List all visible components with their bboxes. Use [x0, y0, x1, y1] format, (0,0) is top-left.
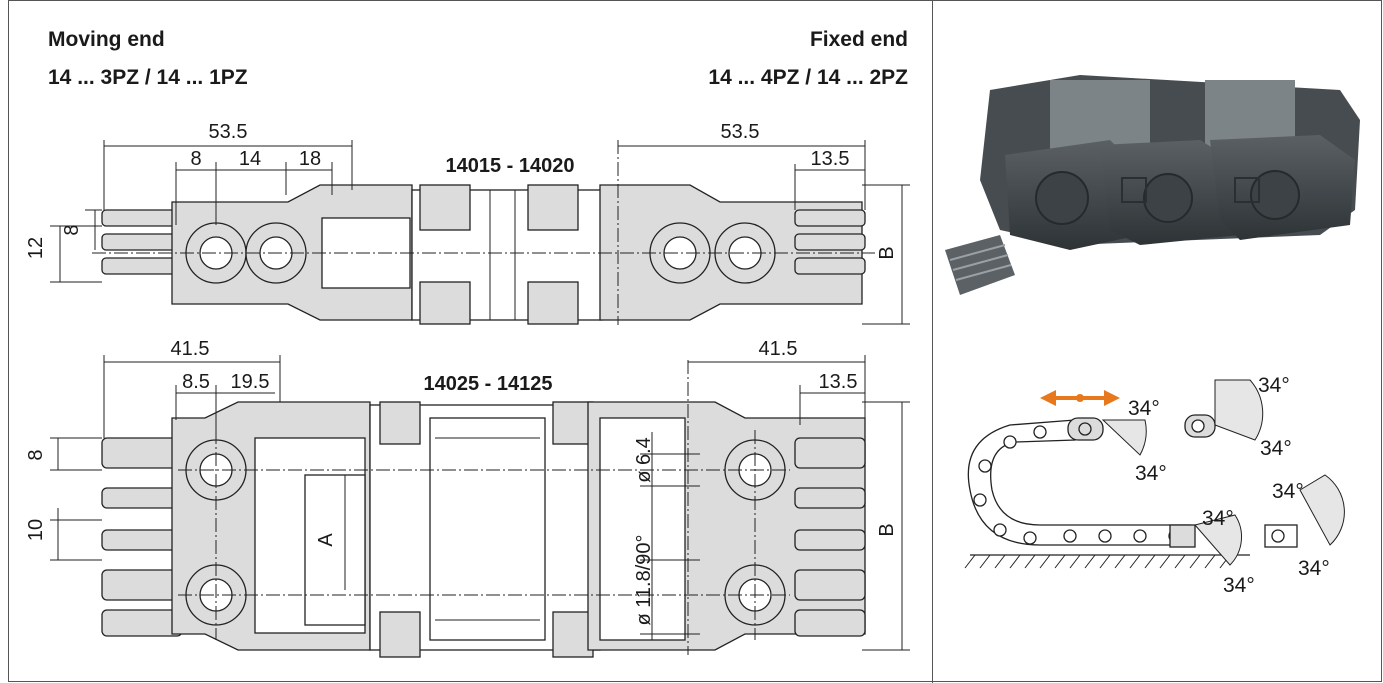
bottom-left-overall-dim: 41.5: [171, 338, 210, 360]
top-right-a-dim: 13.5: [811, 148, 850, 170]
top-left-v2-dim: 12: [25, 237, 47, 259]
top-series-label: 14015 - 14020: [445, 155, 574, 177]
bottom-left-bracket: [101, 401, 371, 651]
top-left-overall-dim: 53.5: [209, 121, 248, 143]
fixed-end-title: Fixed end: [809, 28, 908, 51]
drawing-frame: [8, 0, 1382, 682]
angle-label-4: 34°: [1260, 437, 1292, 460]
large-hole-dim: ø 11.8/90°: [633, 534, 655, 625]
top-right-overall-dim: 53.5: [721, 121, 760, 143]
angle-label-5: 34°: [1202, 507, 1234, 530]
inner-width-label: A: [315, 533, 337, 547]
angle-sectors: [1101, 379, 1345, 566]
fixed-end-parts: 14 ... 4PZ / 14 ... 2PZ: [708, 66, 908, 89]
cable-carrier-illustration: [945, 75, 1360, 295]
bottom-right-a-dim: 13.5: [819, 371, 858, 393]
bottom-left-b-dim: 19.5: [231, 371, 270, 393]
bottom-left-v1-dim: 8: [25, 449, 47, 460]
bottom-right-overall-dim: 41.5: [759, 338, 798, 360]
moving-end-title: Moving end: [48, 28, 165, 51]
angle-label-6: 34°: [1223, 574, 1255, 597]
angle-label-2: 34°: [1135, 462, 1167, 485]
ground-hatch: [964, 554, 1250, 569]
bottom-height-label: B: [876, 523, 898, 536]
top-center-link: [411, 184, 603, 325]
bottom-left-v2-dim: 10: [25, 519, 47, 541]
bottom-right-bracket: [587, 401, 866, 651]
small-hole-dim: ø 6.4: [633, 437, 655, 483]
direction-arrow-icon: [1040, 390, 1120, 406]
top-left-v1-dim: 8: [61, 224, 83, 235]
bottom-technical-drawing: 41.5 8.5 19.5 14025 - 14125 41.5 13.5 8 …: [25, 338, 910, 658]
top-left-c-dim: 18: [299, 148, 321, 170]
top-height-label: B: [876, 246, 898, 259]
angle-label-1: 34°: [1128, 397, 1160, 420]
bottom-left-a-dim: 8.5: [182, 371, 210, 393]
bottom-center-link: [369, 401, 601, 658]
angle-label-3: 34°: [1258, 374, 1290, 397]
cable-ribbon: [945, 235, 1015, 295]
chain-links-group: [980, 75, 1360, 250]
bend-angle-diagram: 34° 34° 34° 34° 34° 34° 34° 34°: [964, 374, 1345, 597]
top-left-a-dim: 8: [190, 148, 201, 170]
bottom-series-label: 14025 - 14125: [423, 373, 552, 395]
moving-end-parts: 14 ... 3PZ / 14 ... 1PZ: [48, 66, 248, 89]
angle-label-7: 34°: [1272, 480, 1304, 503]
chain-loop: [967, 417, 1196, 548]
top-left-b-dim: 14: [239, 148, 261, 170]
top-technical-drawing: 53.5 8 14 18 14015 - 14020 53.5 13.5 8 1…: [25, 121, 910, 325]
detached-links: [1184, 414, 1298, 548]
panel-divider: [932, 0, 933, 683]
angle-label-8: 34°: [1298, 557, 1330, 580]
